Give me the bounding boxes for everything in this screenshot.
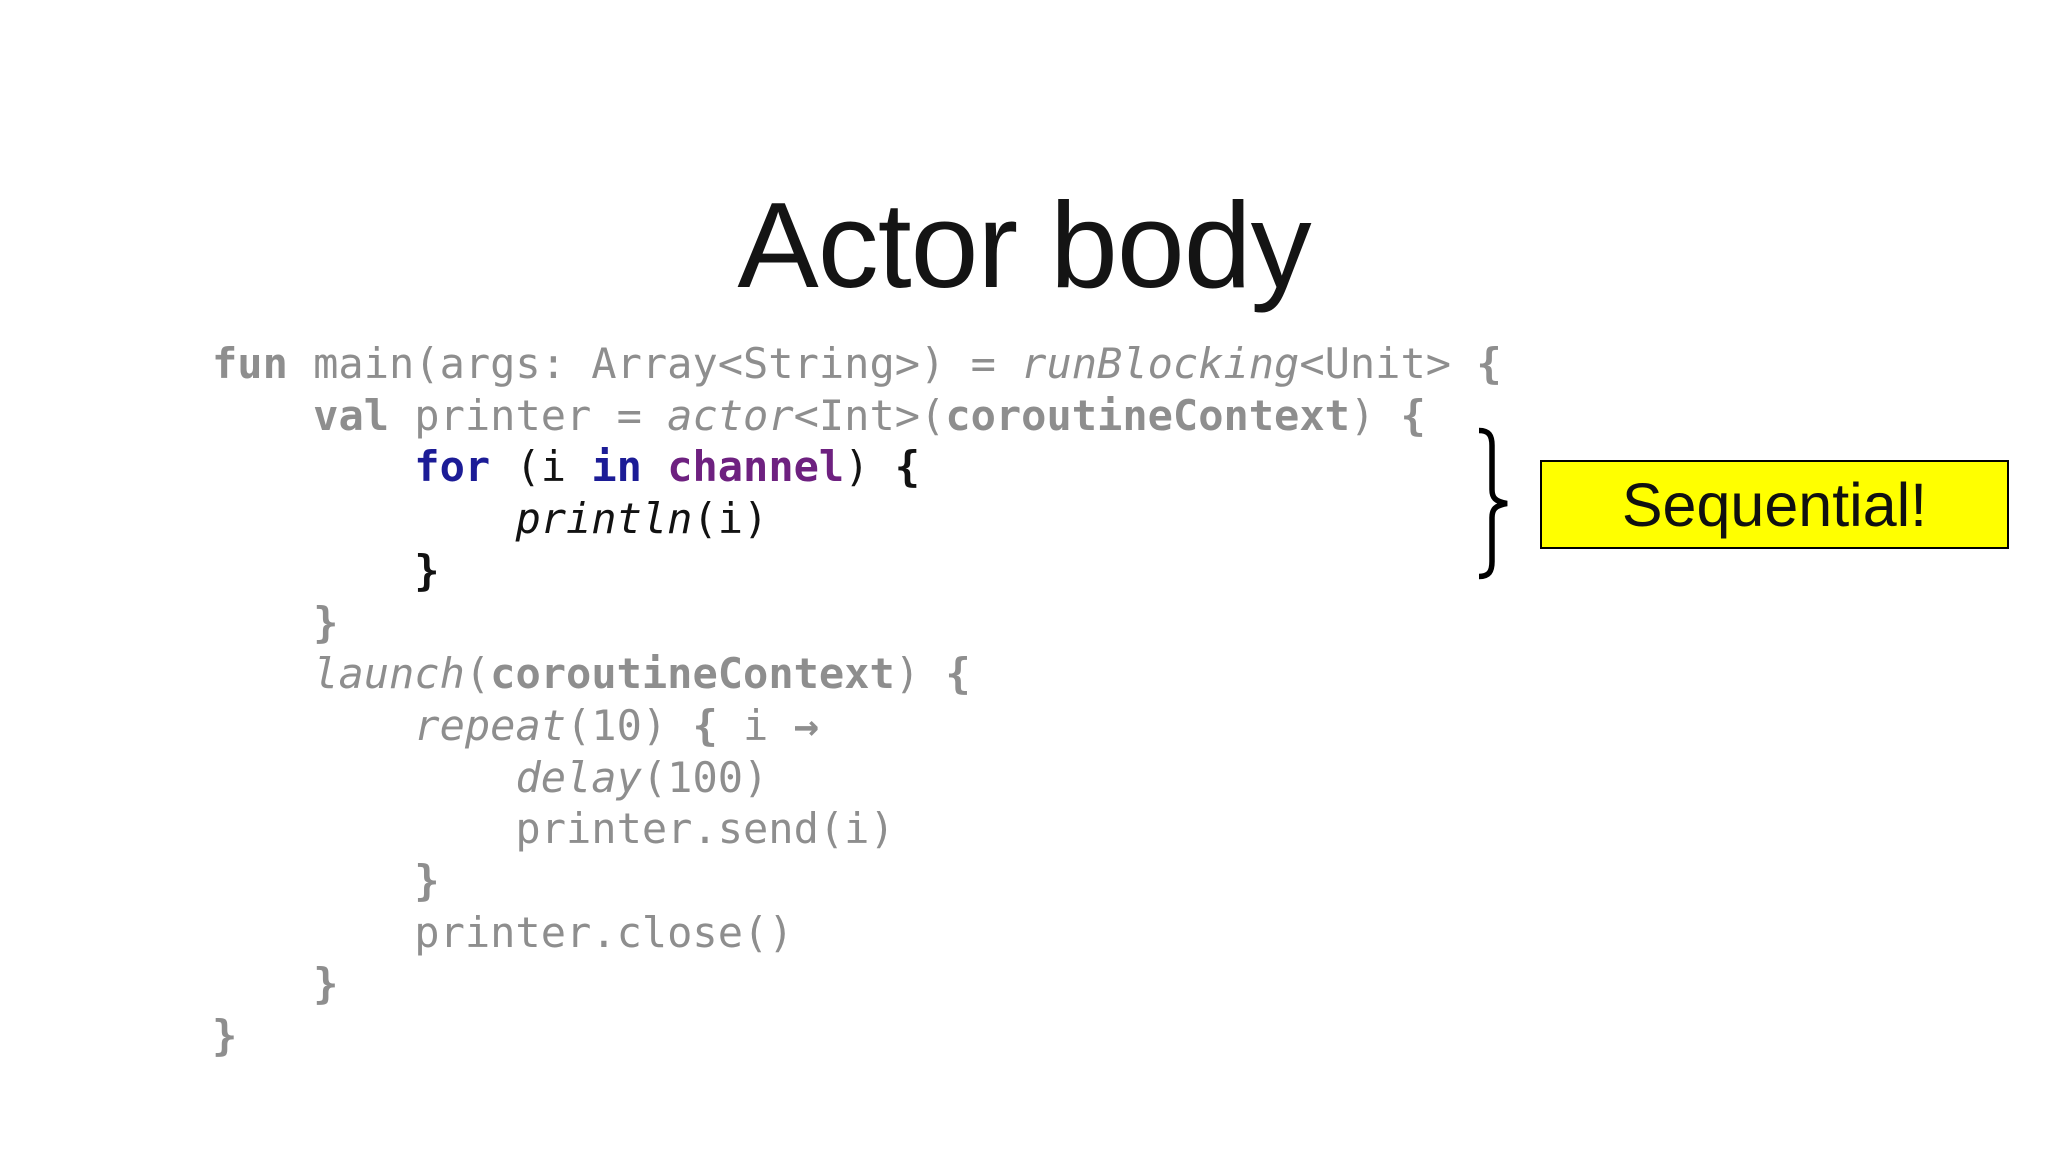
code-line: val printer = actor<Int>(coroutineContex…	[313, 390, 1426, 440]
code-line: }	[414, 856, 440, 906]
sequential-callout: Sequential!	[1540, 460, 2009, 549]
code-line: repeat(10) { i →	[414, 700, 819, 750]
code-block: fun main(args: Array<String>) = runBlock…	[212, 338, 1502, 1062]
sequential-label: Sequential!	[1621, 470, 1928, 539]
code-line: println(i)	[515, 494, 769, 544]
code-line: }	[313, 597, 339, 647]
code-line: }	[414, 545, 440, 595]
code-line: fun main(args: Array<String>) = runBlock…	[212, 339, 1502, 388]
code-line: delay(100)	[515, 752, 769, 802]
code-line: printer.send(i)	[212, 804, 895, 854]
code-line: }	[212, 1011, 238, 1061]
slide-title: Actor body	[737, 176, 1311, 313]
code-line: for (i in channel) {	[414, 442, 921, 492]
code-line: }	[313, 959, 339, 1009]
code-line: printer.close()	[212, 907, 794, 957]
code-line: launch(coroutineContext) {	[313, 649, 971, 699]
sequential-brace-icon	[1478, 427, 1508, 580]
